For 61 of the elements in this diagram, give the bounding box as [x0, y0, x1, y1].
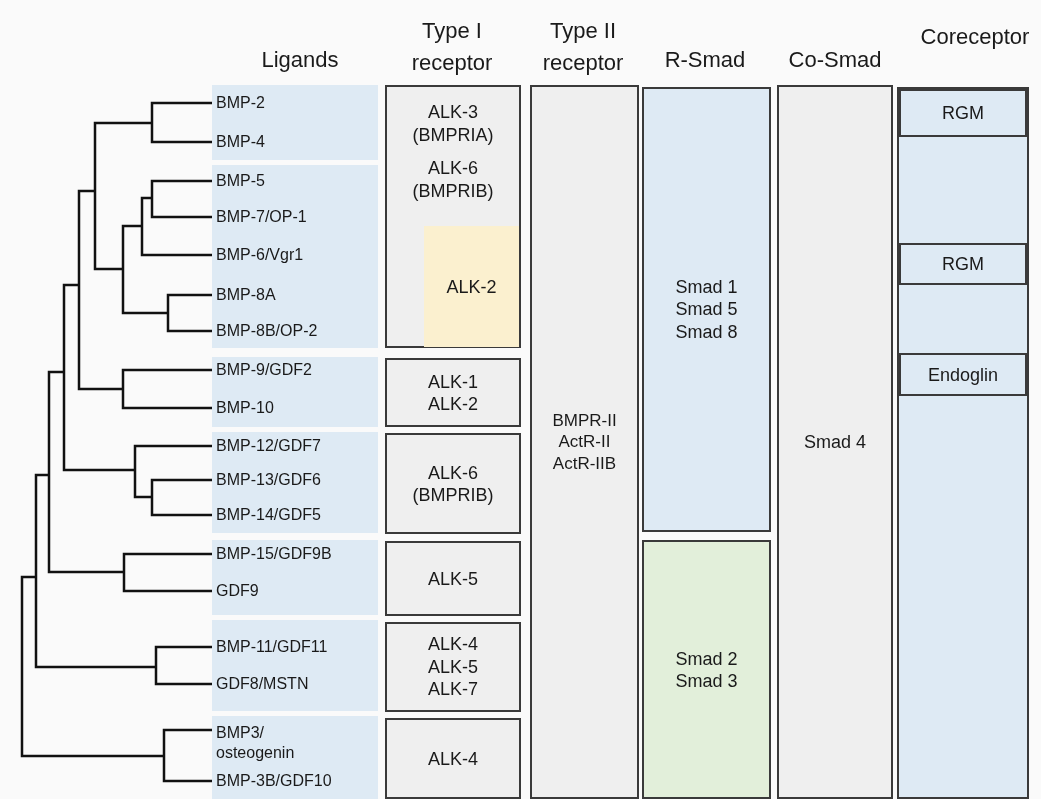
label-text: ALK-1 ALK-2	[427, 370, 479, 415]
ligand-band	[212, 540, 378, 615]
label-text: ALK-4	[427, 747, 479, 770]
receptor-box	[385, 718, 521, 799]
label-text: BMP-14/GDF5	[216, 505, 321, 525]
ligand-band	[212, 357, 378, 427]
coreceptor-box	[899, 89, 1027, 137]
receptor-box	[385, 622, 521, 712]
label-text: ALK-2	[445, 275, 498, 298]
label-text: BMP-7/OP-1	[216, 207, 307, 227]
ligand-band	[212, 716, 378, 799]
column-header: Type I receptor	[410, 17, 494, 77]
label-text: GDF9	[216, 581, 259, 601]
label-text: RGM	[941, 252, 985, 276]
label-text: BMP-13/GDF6	[216, 470, 321, 490]
receptor-column	[530, 85, 639, 799]
label-text: BMP-12/GDF7	[216, 436, 321, 456]
label-text: BMP-8B/OP-2	[216, 321, 318, 341]
label-text: ALK-3 (BMPRIA)	[411, 100, 495, 146]
label-text: ALK-5	[427, 567, 479, 590]
label-text: GDF8/MSTN	[216, 674, 309, 694]
label-text: ALK-6 (BMPRIB)	[411, 461, 495, 506]
label-text: BMP-9/GDF2	[216, 360, 312, 380]
r-smad-box	[642, 87, 771, 532]
receptor-box	[385, 85, 521, 348]
label-text: BMP-2	[216, 93, 265, 113]
label-text: BMP3/ osteogenin	[216, 723, 296, 763]
receptor-box	[385, 433, 521, 534]
co-smad-column	[777, 85, 893, 799]
column-header: Co-Smad	[787, 46, 883, 74]
label-text: BMP-3B/GDF10	[216, 771, 332, 791]
coreceptor-column	[897, 87, 1029, 799]
label-text: Smad 1 Smad 5 Smad 8	[674, 275, 739, 344]
label-text: Smad 4	[802, 430, 867, 454]
label-text: BMP-10	[216, 398, 274, 418]
label-text: BMP-11/GDF11	[216, 637, 328, 657]
label-text: ALK-4 ALK-5 ALK-7	[427, 633, 479, 701]
column-header: Ligands	[260, 46, 340, 74]
ligand-band	[212, 85, 378, 160]
column-header: Coreceptor	[919, 23, 1031, 51]
receptor-box	[385, 541, 521, 616]
label-text: BMP-8A	[216, 285, 276, 305]
column-header: R-Smad	[663, 46, 747, 74]
r-smad-box	[642, 540, 771, 799]
label-text: BMPR-II ActR-II ActR-IIB	[551, 410, 618, 474]
label-text: Smad 2 Smad 3	[674, 647, 739, 692]
label-text: ALK-6 (BMPRIB)	[411, 156, 495, 202]
receptor-box	[385, 358, 521, 427]
ligand-band	[212, 165, 378, 348]
receptor-box	[424, 226, 519, 347]
coreceptor-box	[899, 243, 1027, 285]
label-text: BMP-4	[216, 132, 265, 152]
label-text: BMP-6/Vgr1	[216, 245, 304, 265]
label-text: BMP-15/GDF9B	[216, 544, 332, 564]
coreceptor-box	[899, 353, 1027, 396]
column-header: Type II receptor	[541, 17, 625, 77]
label-text: Endoglin	[926, 363, 1000, 386]
ligand-band	[212, 432, 378, 533]
ligand-band	[212, 620, 378, 711]
label-text: BMP-5	[216, 171, 265, 191]
label-text: RGM	[941, 101, 985, 125]
